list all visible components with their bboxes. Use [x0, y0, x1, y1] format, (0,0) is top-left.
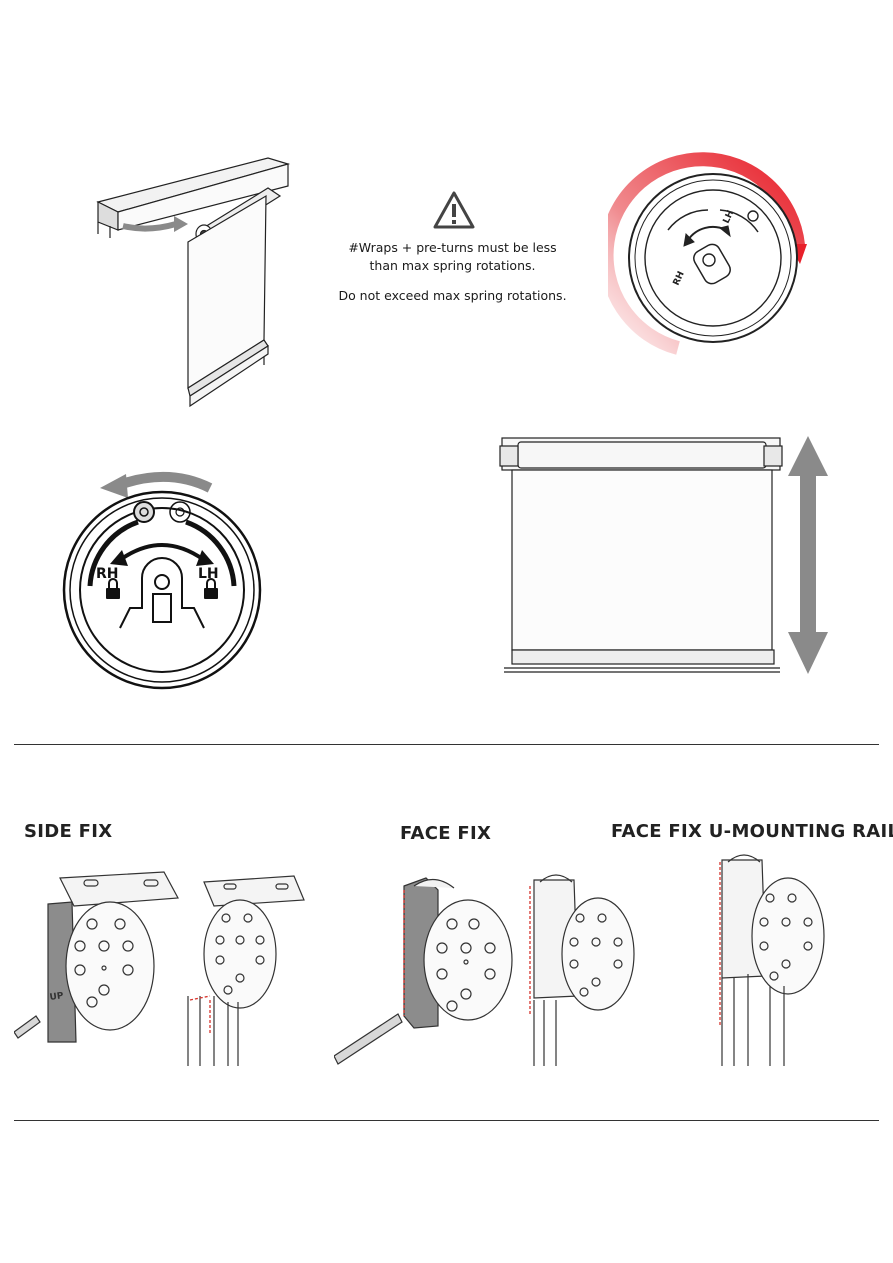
face-fix-u-rail-bracket-illustration	[700, 846, 840, 1068]
face-fix-bracket-illustration	[334, 866, 644, 1071]
side-fix-bracket-illustration: UP	[14, 866, 326, 1071]
warning-line-2: than max spring rotations.	[369, 258, 536, 273]
dial-lh-label: LH	[198, 566, 219, 582]
roller-blind-perspective-illustration	[88, 150, 298, 420]
warning-triangle-icon	[432, 190, 476, 230]
lock-icon-left	[106, 578, 120, 599]
face-fix-title: FACE FIX	[400, 823, 492, 844]
section-divider-bottom	[14, 1120, 879, 1121]
lock-icon-right	[204, 578, 218, 599]
spring-dial-rotation-illustration: RH LH	[608, 150, 828, 360]
warning-line-1: #Wraps + pre-turns must be less	[348, 240, 557, 255]
face-fix-u-mounting-rail-title: FACE FIX U-MOUNTING RAIL	[611, 821, 893, 842]
bracket-up-marking: UP	[49, 991, 65, 1003]
blind-front-view-illustration	[498, 432, 833, 680]
warning-line-3: Do not exceed max spring rotations.	[338, 288, 567, 303]
rh-lh-lock-dial-illustration: RH LH	[60, 468, 270, 693]
side-fix-title: SIDE FIX	[24, 821, 113, 842]
section-divider-top	[14, 744, 879, 745]
dial-rh-label: RH	[96, 566, 119, 582]
